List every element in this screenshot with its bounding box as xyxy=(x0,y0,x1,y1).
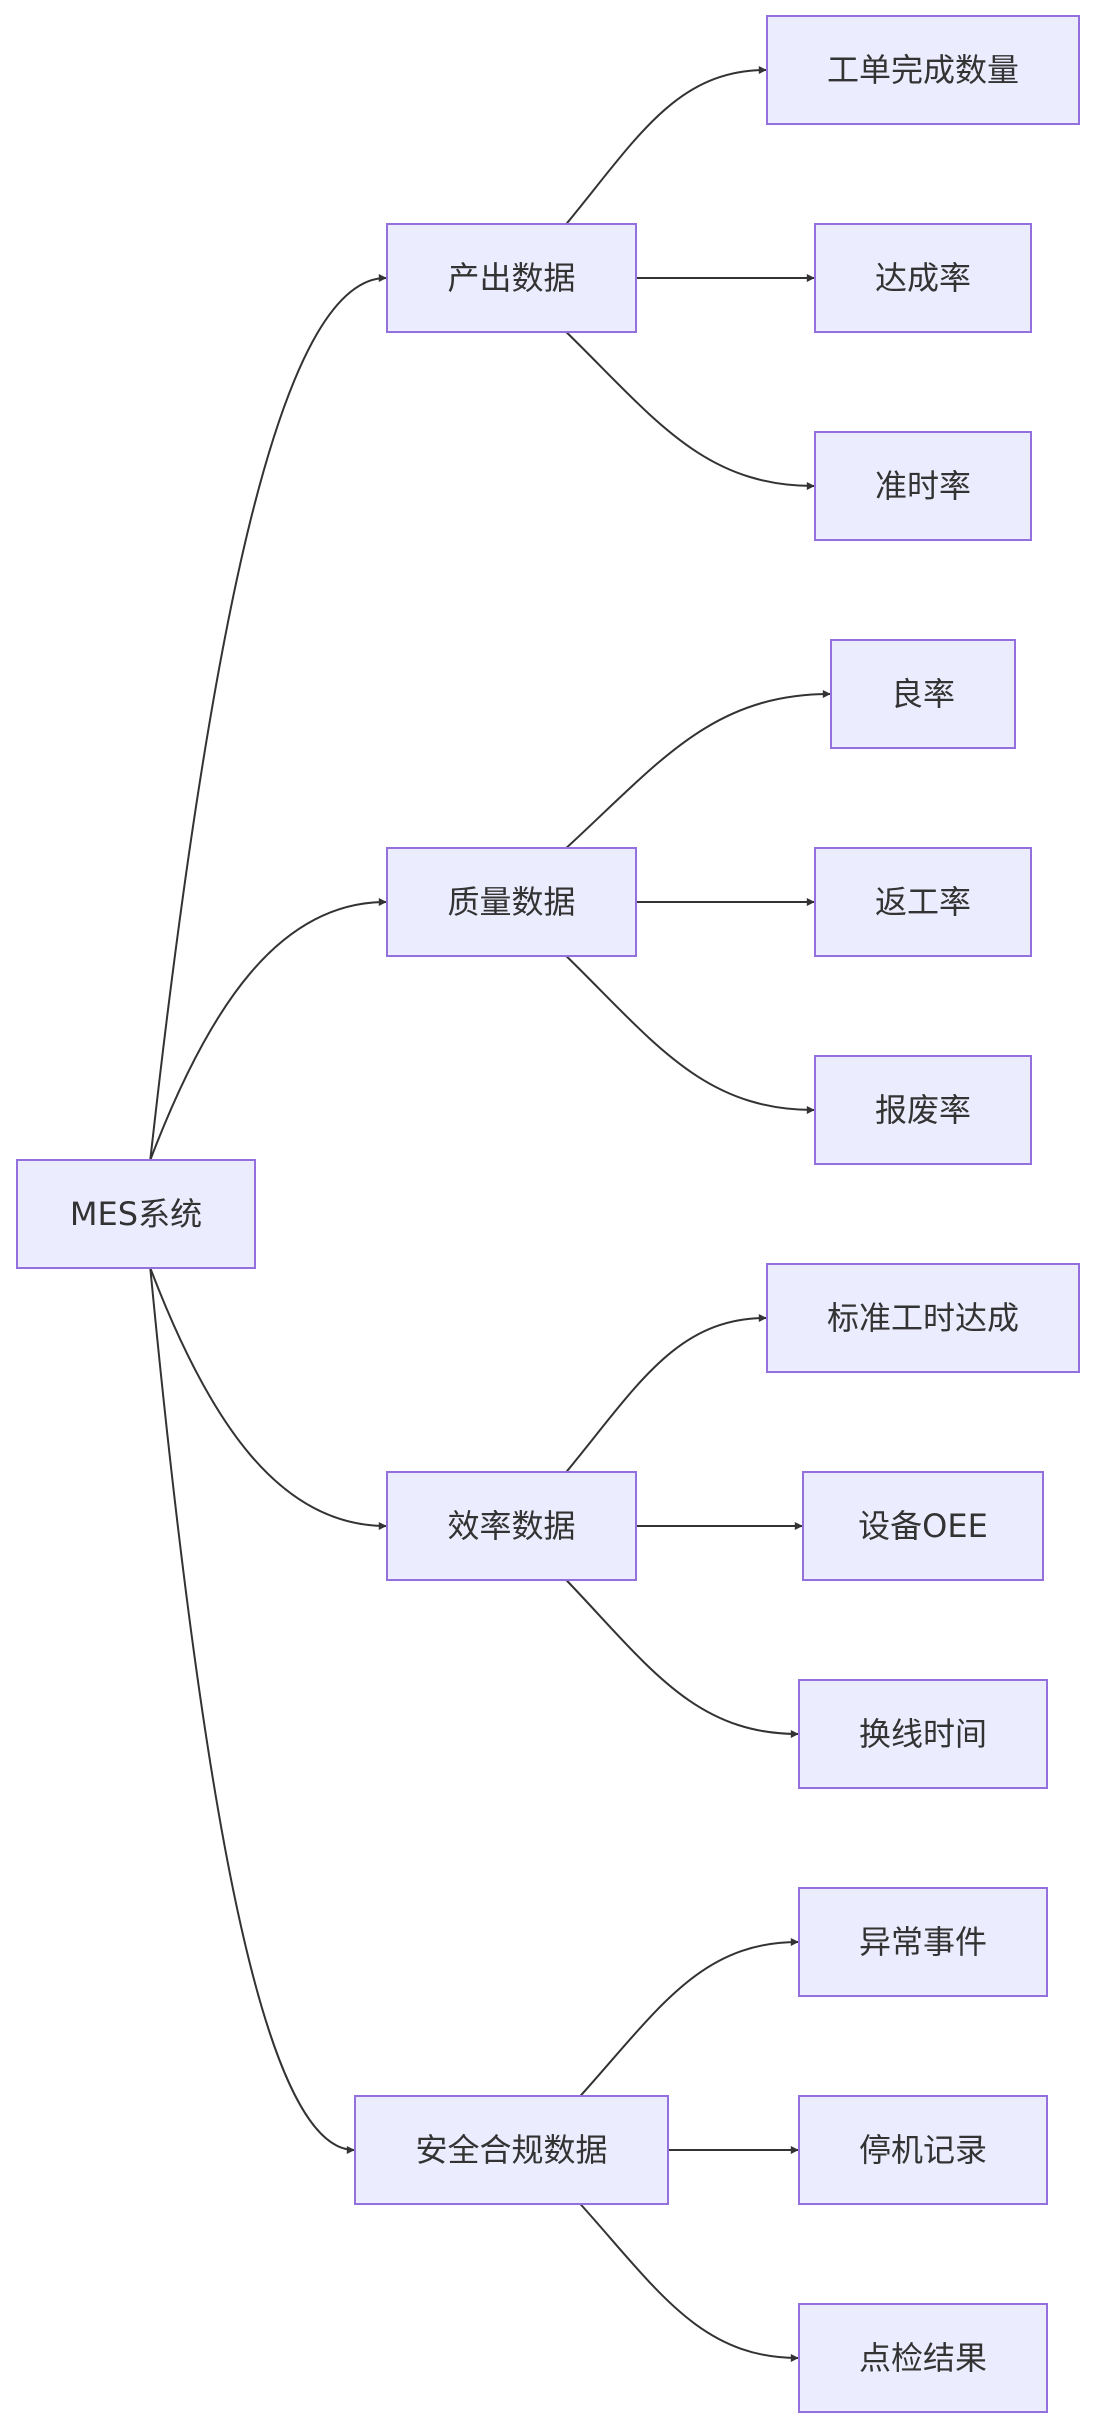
node-label: 效率数据 xyxy=(447,1507,575,1545)
node-label: 点检结果 xyxy=(859,2339,987,2377)
node-achievement: 达成率 xyxy=(814,223,1032,333)
node-label: 工单完成数量 xyxy=(827,51,1019,89)
node-box xyxy=(802,1471,1044,1581)
node-box xyxy=(386,1471,637,1581)
node-box xyxy=(798,2095,1048,2205)
node-box xyxy=(766,15,1080,125)
node-changeover: 换线时间 xyxy=(798,1679,1048,1789)
node-ontime: 准时率 xyxy=(814,431,1032,541)
node-label: 报废率 xyxy=(875,1091,971,1129)
node-box xyxy=(830,639,1016,749)
node-label: 达成率 xyxy=(875,259,971,297)
edge-efficiency-to-std-hours xyxy=(565,1314,767,1473)
edges-layer xyxy=(149,66,831,2362)
node-quality: 质量数据 xyxy=(386,847,637,957)
node-label: 准时率 xyxy=(875,467,971,505)
node-box xyxy=(766,1263,1080,1373)
node-scrap: 报废率 xyxy=(814,1055,1032,1165)
node-box xyxy=(814,223,1032,333)
node-box xyxy=(386,223,637,333)
edge-mes-to-safety xyxy=(149,1267,355,2154)
edge-efficiency-to-changeover xyxy=(565,1579,799,1738)
node-abnormal: 异常事件 xyxy=(798,1887,1048,1997)
node-box xyxy=(814,847,1032,957)
node-label: 标准工时达成 xyxy=(827,1299,1019,1337)
node-safety: 安全合规数据 xyxy=(354,2095,669,2205)
node-mes: MES系统 xyxy=(16,1159,256,1269)
node-label: 设备OEE xyxy=(858,1507,988,1545)
node-box xyxy=(814,431,1032,541)
node-efficiency: 效率数据 xyxy=(386,1471,637,1581)
node-label: 换线时间 xyxy=(859,1715,987,1753)
node-std-hours: 标准工时达成 xyxy=(766,1263,1080,1373)
node-box xyxy=(386,847,637,957)
node-oee: 设备OEE xyxy=(802,1471,1044,1581)
node-label: 良率 xyxy=(891,675,955,713)
node-label: 停机记录 xyxy=(859,2131,987,2169)
edge-safety-to-abnormal xyxy=(579,1938,799,2097)
edge-mes-to-output xyxy=(149,274,387,1161)
node-box xyxy=(798,2303,1048,2413)
node-label: 返工率 xyxy=(875,883,971,921)
node-box xyxy=(798,1679,1048,1789)
node-inspection: 点检结果 xyxy=(798,2303,1048,2413)
node-work-order-qty: 工单完成数量 xyxy=(766,15,1080,125)
node-yield: 良率 xyxy=(830,639,1016,749)
node-box xyxy=(798,1887,1048,1997)
edge-quality-to-scrap xyxy=(565,955,815,1114)
node-label: 产出数据 xyxy=(447,259,575,297)
edge-output-to-work-order-qty xyxy=(565,66,767,225)
edge-mes-to-quality xyxy=(149,898,387,1161)
edge-quality-to-yield xyxy=(565,690,831,849)
node-label: MES系统 xyxy=(70,1195,202,1233)
node-rework: 返工率 xyxy=(814,847,1032,957)
node-output: 产出数据 xyxy=(386,223,637,333)
node-box xyxy=(16,1159,256,1269)
edge-output-to-ontime xyxy=(565,331,815,490)
node-box xyxy=(354,2095,669,2205)
node-label: 质量数据 xyxy=(447,883,575,921)
node-box xyxy=(814,1055,1032,1165)
node-downtime: 停机记录 xyxy=(798,2095,1048,2205)
node-label: 安全合规数据 xyxy=(415,2131,607,2169)
edge-mes-to-efficiency xyxy=(149,1267,387,1530)
edge-safety-to-inspection xyxy=(579,2203,799,2362)
node-label: 异常事件 xyxy=(859,1923,987,1961)
